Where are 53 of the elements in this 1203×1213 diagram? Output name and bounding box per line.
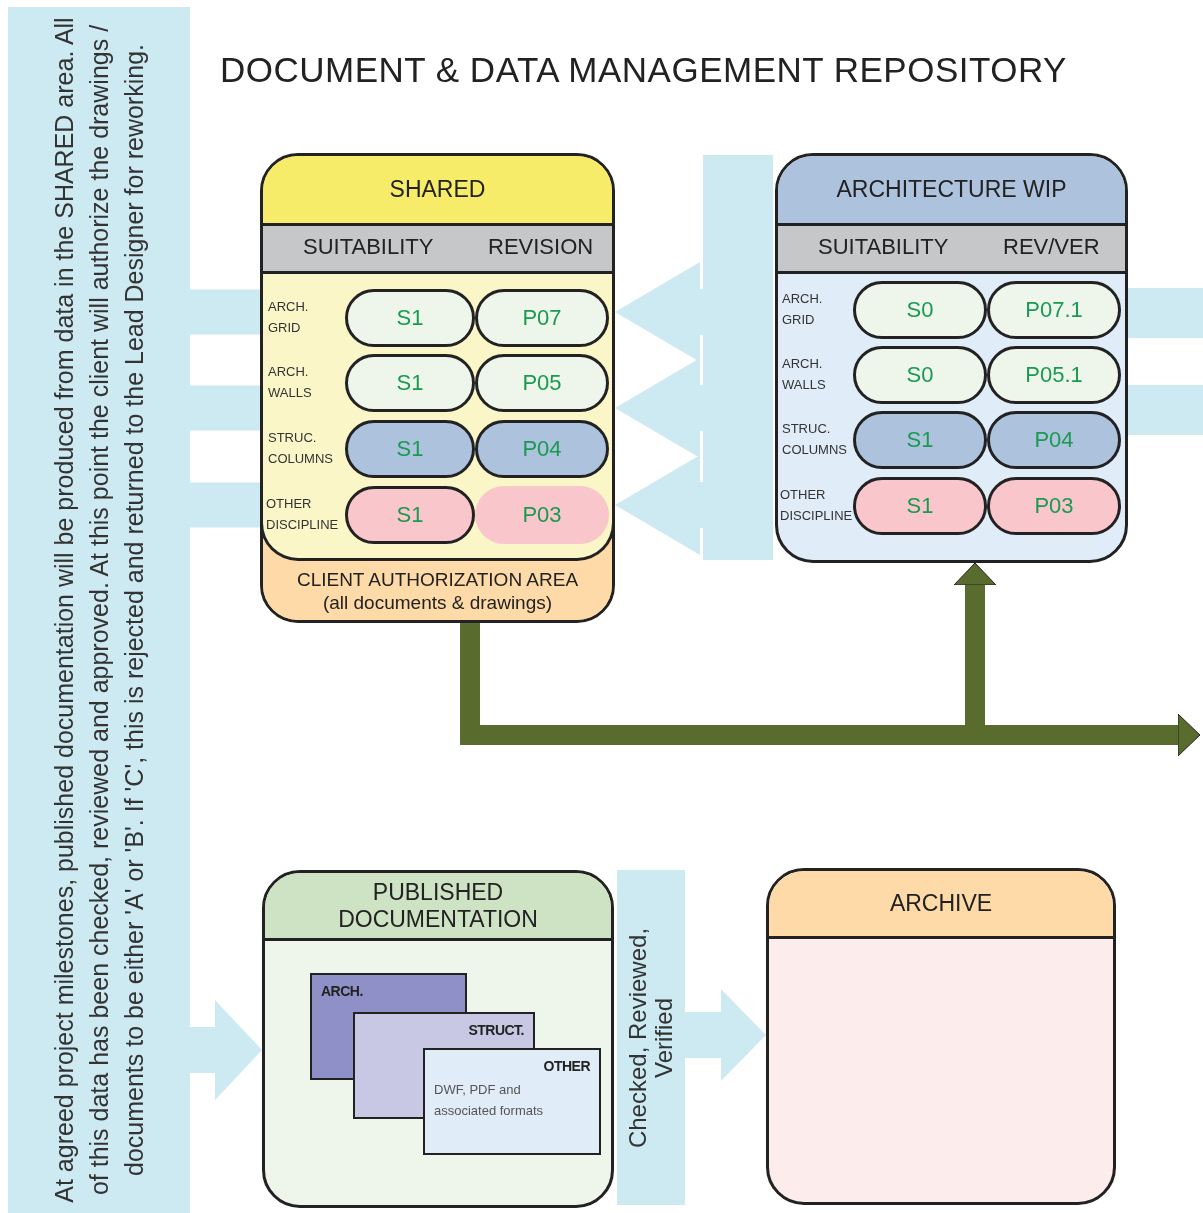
status-pill: P04 [475, 420, 609, 478]
column-header: SUITABILITY [303, 234, 434, 260]
arrow [615, 455, 703, 555]
status-pill: S0 [853, 346, 987, 404]
row-label: ARCH. GRID [268, 298, 309, 337]
status-pill: S1 [345, 289, 475, 347]
column-header: SUITABILITY [818, 234, 949, 260]
area-title: CLIENT AUTHORIZATION AREA [296, 569, 579, 593]
panel-header: SHARED [263, 156, 612, 226]
column-header: REVISION [488, 234, 594, 260]
sheet-title: OTHER [543, 1058, 590, 1074]
row-label: OTHER DISCIPLINE [266, 495, 339, 534]
sheet-note: DWF, PDF and associated formats [434, 1081, 545, 1120]
panel-header: ARCHIVE [769, 871, 1113, 939]
status-pill: S1 [345, 486, 475, 544]
status-pill: P07 [475, 289, 609, 347]
status-pill: S1 [345, 420, 475, 478]
area-subtitle: (all documents & drawings) [322, 592, 553, 615]
document-sheet [423, 1048, 601, 1155]
arrow [190, 1000, 262, 1100]
row-label: ARCH. WALLS [782, 355, 826, 394]
note-text: At agreed project milestones, published documentation will be produced from data in the SHARED area. All of this data has been checked, reviewed and approved. At this point the client will authorize the drawings / documents to be either 'A' or 'B'. If 'C', this is rejected and returned to the Lead Designer for reworking. [48, 16, 149, 1205]
status-pill: S1 [345, 354, 475, 412]
status-pill: P04 [987, 411, 1121, 469]
panel-header: PUBLISHED DOCUMENTATION [265, 873, 611, 941]
status-pill: S0 [853, 281, 987, 339]
status-pill: P07.1 [987, 281, 1121, 339]
status-pill: P05.1 [987, 346, 1121, 404]
sheet-title: STRUCT. [468, 1022, 524, 1038]
panel [775, 153, 1128, 563]
panel [260, 153, 615, 623]
flow-band [703, 155, 773, 560]
panel [766, 868, 1116, 1205]
row-label: OTHER DISCIPLINE [780, 486, 853, 525]
status-pill: P03 [987, 477, 1121, 535]
status-pill: P03 [475, 486, 609, 544]
arrow [615, 262, 703, 362]
row-label: STRUC. COLUMNS [268, 429, 333, 468]
panel [262, 870, 614, 1208]
row-label: STRUC. COLUMNS [782, 420, 847, 459]
sheet-title: ARCH. [321, 983, 363, 999]
row-label: ARCH. GRID [782, 290, 823, 329]
process-band [617, 870, 685, 1205]
note-band [8, 7, 190, 1213]
arrow [685, 989, 766, 1081]
status-pill: S1 [853, 477, 987, 535]
panel-header: ARCHITECTURE WIP [778, 156, 1125, 226]
column-header: REV/VER [1003, 234, 1100, 260]
status-pill: P05 [475, 354, 609, 412]
status-pill: S1 [853, 411, 987, 469]
row-label: ARCH. WALLS [268, 363, 312, 402]
band-text: Checked, Reviewed, Verified [622, 926, 678, 1150]
diagram-title: DOCUMENT & DATA MANAGEMENT REPOSITORY [220, 50, 1067, 90]
